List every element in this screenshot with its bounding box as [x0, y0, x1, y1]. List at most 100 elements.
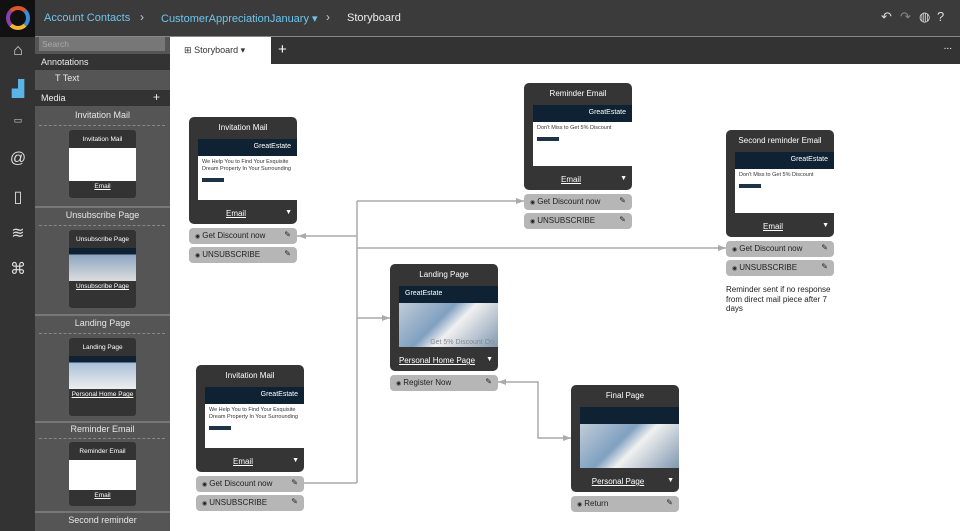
card-title: Reminder Email: [79, 448, 126, 455]
redo-icon[interactable]: ↷: [900, 9, 911, 24]
node-footer[interactable]: Email ▼: [726, 222, 834, 231]
workflow-icon[interactable]: ⌘: [10, 261, 26, 278]
media-label: Media: [41, 93, 66, 103]
card-title: Invitation Mail: [82, 136, 123, 143]
caret-down-icon[interactable]: ▼: [292, 457, 299, 464]
action-button[interactable]: ◉Get Discount now✎: [524, 194, 632, 210]
breadcrumb-storyboard: Storyboard: [347, 12, 401, 24]
tab-storyboard[interactable]: ⊞ Storyboard ▾: [170, 37, 271, 64]
node-final[interactable]: Final Page Personal Page▼: [571, 385, 679, 492]
breadcrumb-account-contacts[interactable]: Account Contacts: [44, 12, 131, 24]
edit-icon[interactable]: ✎: [284, 230, 291, 239]
caret-down-icon[interactable]: ▼: [486, 356, 493, 363]
document-icon[interactable]: ▯: [13, 189, 23, 206]
node-footer[interactable]: Email ▼: [524, 175, 632, 184]
chart-icon[interactable]: ▟: [11, 81, 25, 98]
preview-button: [739, 184, 761, 189]
more-options-button[interactable]: ...: [943, 41, 952, 52]
caret-down-icon[interactable]: ▼: [667, 477, 674, 484]
card-footer: Email: [94, 183, 111, 190]
breadcrumb-campaign[interactable]: CustomerAppreciationJanuary ▾: [161, 13, 318, 25]
preview-text: Don't Miss to Get 5% Discount: [537, 125, 612, 131]
brand-logo: GreatEstate: [405, 290, 443, 297]
web-icon[interactable]: ▭: [13, 115, 23, 125]
hero-image: [399, 303, 498, 347]
tab-label: Storyboard: [194, 45, 239, 55]
action-button[interactable]: ◉UNSUBSCRIBE✎: [726, 260, 834, 276]
brand-band: GreatEstate: [533, 105, 632, 122]
text-annotation-item[interactable]: T Text: [55, 73, 80, 83]
edit-icon[interactable]: ✎: [291, 497, 298, 506]
action-button[interactable]: ◉Return✎: [571, 496, 679, 512]
app-logo[interactable]: [0, 0, 35, 37]
action-button[interactable]: ◉UNSUBSCRIBE✎: [196, 495, 304, 511]
add-tab-button[interactable]: +: [278, 41, 287, 58]
caret-down-icon[interactable]: ▼: [620, 175, 627, 182]
edit-icon[interactable]: ✎: [291, 478, 298, 487]
eye-icon: ◉: [732, 247, 738, 253]
preview-button: [202, 178, 224, 183]
preview-button: [209, 426, 231, 431]
node-type-link[interactable]: Email: [762, 222, 783, 231]
undo-icon[interactable]: ↶: [881, 9, 892, 24]
node-footer[interactable]: Email ▼: [196, 457, 304, 466]
eye-icon: ◉: [577, 502, 583, 508]
node-title: Invitation Mail: [225, 371, 275, 380]
brand-band: [580, 407, 679, 424]
node-type-link[interactable]: Email: [232, 457, 253, 466]
action-button[interactable]: ◉Get Discount now✎: [189, 228, 297, 244]
tab-bar: ⊞ Storyboard ▾ + ...: [170, 37, 960, 64]
node-footer[interactable]: Email ▼: [189, 209, 297, 218]
action-button[interactable]: ◉Get Discount now✎: [726, 241, 834, 257]
node-footer[interactable]: Personal Page ▼: [571, 477, 679, 486]
edit-icon[interactable]: ✎: [619, 196, 626, 205]
action-button[interactable]: ◉UNSUBSCRIBE✎: [524, 213, 632, 229]
home-icon[interactable]: ⌂: [13, 42, 23, 59]
node-type-link[interactable]: Personal Page: [591, 477, 645, 486]
help-icon[interactable]: ?: [937, 9, 945, 24]
node-type-link[interactable]: Personal Home Page: [398, 356, 476, 365]
edit-icon[interactable]: ✎: [485, 377, 492, 386]
arrowhead: [516, 198, 524, 204]
edit-icon[interactable]: ✎: [284, 249, 291, 258]
database-icon[interactable]: ≋: [11, 225, 25, 242]
eye-icon: ◉: [202, 501, 208, 507]
edit-icon[interactable]: ✎: [619, 215, 626, 224]
node-type-link[interactable]: Email: [560, 175, 581, 184]
edit-icon[interactable]: ✎: [666, 498, 673, 507]
action-button[interactable]: ◉UNSUBSCRIBE✎: [189, 247, 297, 263]
chevron-right-icon: ›: [326, 10, 330, 24]
caret-down-icon[interactable]: ▼: [822, 222, 829, 229]
text-annotation-label: Text: [62, 73, 80, 83]
action-label: Get Discount now: [202, 231, 266, 240]
edit-icon[interactable]: ✎: [821, 243, 828, 252]
add-media-icon[interactable]: +: [152, 90, 160, 104]
edit-icon[interactable]: ✎: [821, 262, 828, 271]
card-title: Landing Page: [82, 344, 123, 351]
node-type-link[interactable]: Email: [225, 209, 246, 218]
action-button[interactable]: ◉Register Now✎: [390, 375, 498, 391]
caret-down-icon[interactable]: ▼: [285, 209, 292, 216]
globe-icon[interactable]: ◍: [919, 9, 931, 24]
action-button[interactable]: ◉Get Discount now✎: [196, 476, 304, 492]
at-icon[interactable]: @: [9, 150, 27, 167]
eye-icon: ◉: [732, 266, 738, 272]
annotation-note: Reminder sent if no response from direct…: [726, 285, 831, 314]
search-input[interactable]: Search: [39, 37, 165, 51]
divider: [39, 438, 165, 439]
eye-icon: ◉: [195, 253, 201, 259]
node-footer[interactable]: Personal Home Page ▼: [390, 356, 498, 365]
divider: [35, 421, 170, 423]
divider: [39, 225, 165, 226]
brand-band: GreatEstate: [399, 286, 498, 303]
